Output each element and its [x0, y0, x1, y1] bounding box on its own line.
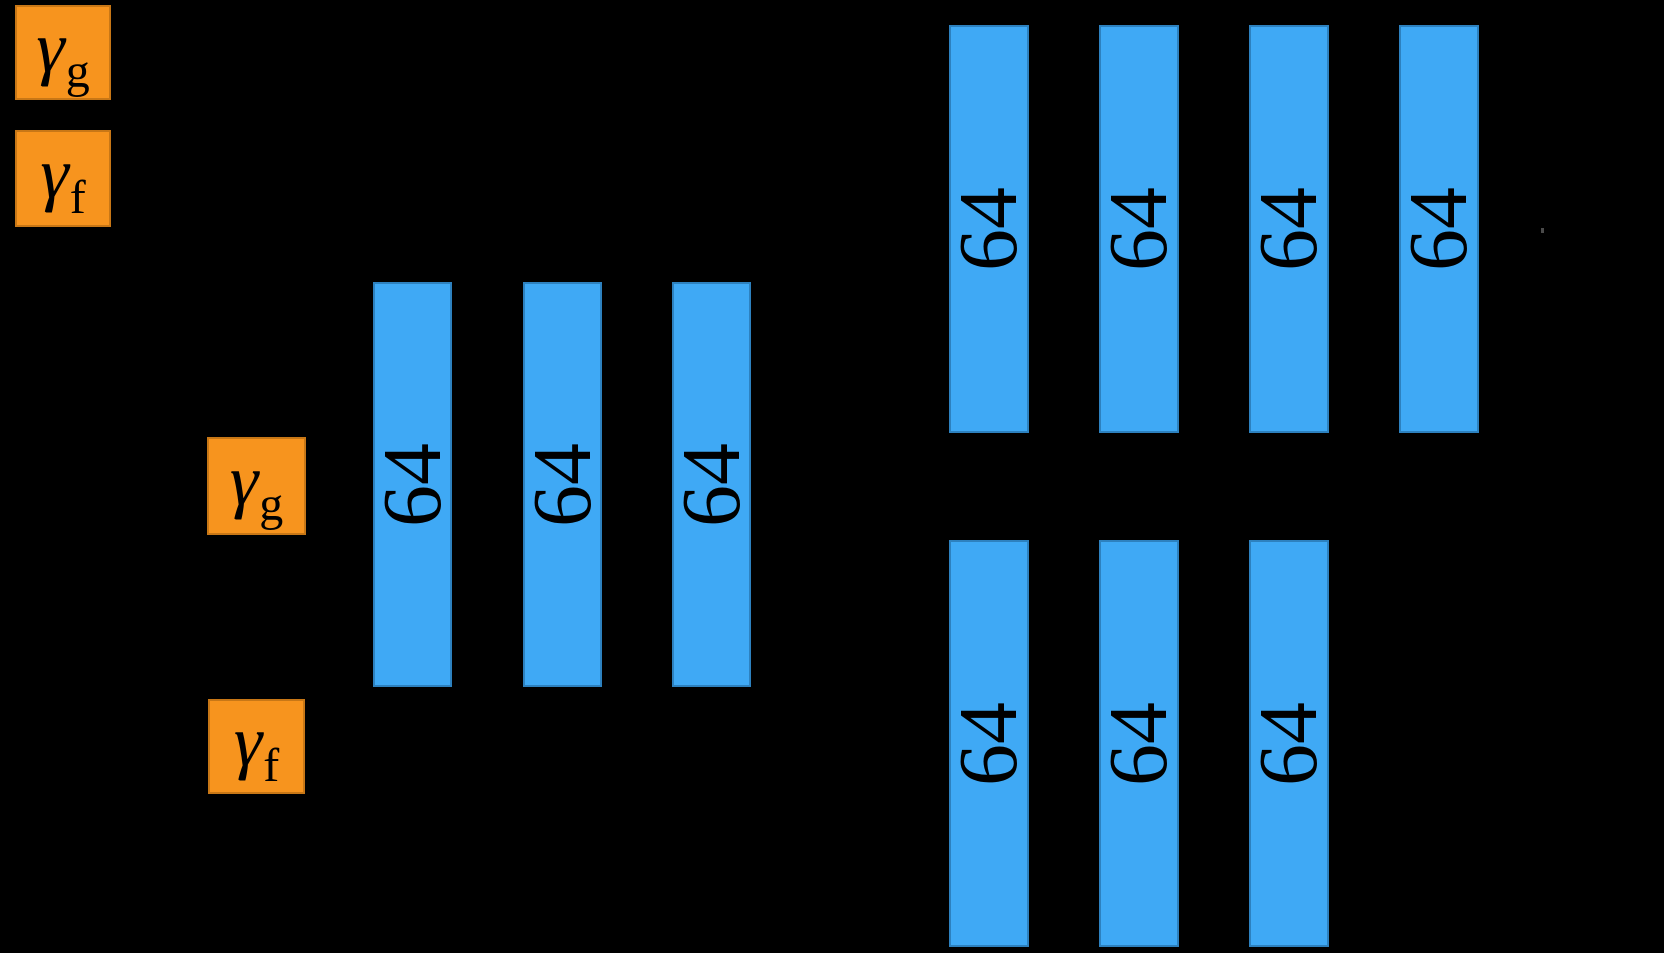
layer-width-label: 64	[942, 187, 1035, 271]
positional-encoding-box-g: γg	[15, 5, 111, 100]
layer-width-label: 64	[1392, 187, 1485, 271]
positional-encoding-box-g: γg	[207, 437, 306, 535]
hidden-layer-bar: 64	[1392, 25, 1485, 433]
gamma-subscript: g	[65, 44, 90, 98]
gamma-symbol: γf	[40, 132, 86, 224]
layer-width-label: 64	[1092, 701, 1185, 786]
gamma-subscript: f	[69, 170, 86, 224]
layer-width-label: 64	[365, 442, 459, 527]
layer-width-label: 64	[942, 701, 1035, 786]
hidden-layer-bar: 64	[942, 540, 1035, 947]
layer-width-label: 64	[1242, 701, 1335, 786]
gamma-subscript: f	[263, 738, 280, 792]
layer-width-label: 64	[515, 442, 609, 527]
hidden-layer-bar: 64	[1092, 540, 1185, 947]
positional-encoding-box-f: γf	[15, 130, 111, 227]
hidden-layer-bar: 64	[1242, 540, 1335, 947]
hidden-layer-bar: 64	[664, 282, 758, 687]
gamma-subscript: g	[259, 478, 284, 531]
gamma-symbol: γg	[36, 6, 90, 98]
hidden-layer-bar: 64	[1092, 25, 1185, 433]
positional-encoding-box-f: γf	[208, 699, 305, 794]
stray-pixel-artifact	[1541, 228, 1544, 233]
layer-width-label: 64	[1242, 187, 1335, 271]
gamma-symbol: γf	[233, 700, 280, 792]
hidden-layer-bar: 64	[1242, 25, 1335, 433]
hidden-layer-bar: 64	[942, 25, 1035, 433]
hidden-layer-bar: 64	[515, 282, 609, 687]
gamma-symbol: γg	[229, 440, 284, 531]
hidden-layer-bar: 64	[365, 282, 459, 687]
layer-width-label: 64	[1092, 187, 1185, 271]
layer-width-label: 64	[664, 442, 758, 527]
